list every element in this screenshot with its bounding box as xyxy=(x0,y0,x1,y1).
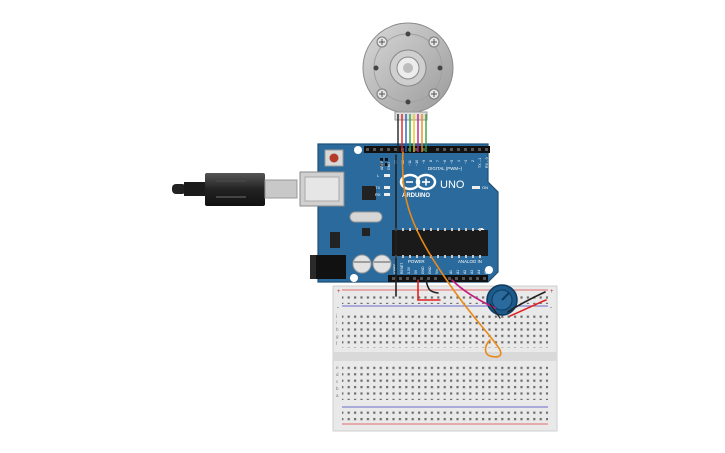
led-l xyxy=(384,174,390,177)
svg-text:GND: GND xyxy=(428,266,432,274)
svg-text:A3: A3 xyxy=(470,270,474,274)
icsp-header xyxy=(380,158,388,166)
terminal-strip-bottom xyxy=(342,364,548,400)
svg-text:A0: A0 xyxy=(449,270,453,274)
power-rail-bottom xyxy=(342,410,548,421)
led-label: L xyxy=(377,173,380,178)
arduino-logo xyxy=(399,173,437,191)
reset-button-cap[interactable] xyxy=(329,153,339,163)
analog-header-label: ANALOG IN xyxy=(458,259,482,264)
usb-metal-shell xyxy=(264,179,298,199)
capacitor xyxy=(372,254,392,274)
wire-gnd-2 xyxy=(425,279,439,294)
wire-pot-vcc xyxy=(509,299,547,317)
row-label: b xyxy=(336,386,339,391)
svg-text:RX←0: RX←0 xyxy=(485,157,489,168)
analog-pin-labels: A0 A1 A2 A3 A4 A5 xyxy=(449,270,488,274)
terminal-strip-top xyxy=(342,312,548,348)
row-label: d xyxy=(336,372,339,377)
svg-text:~11: ~11 xyxy=(408,160,412,166)
svg-text:4: 4 xyxy=(457,160,461,162)
mount-hole xyxy=(354,146,362,154)
svg-text:Vin: Vin xyxy=(435,269,439,274)
svg-text:A4: A4 xyxy=(477,270,481,274)
svg-text:~10: ~10 xyxy=(415,160,419,166)
capacitor xyxy=(352,254,372,274)
mount-hole xyxy=(350,274,358,282)
crystal-oscillator xyxy=(349,211,383,223)
rail-plus-label: + xyxy=(337,289,341,295)
voltage-regulator xyxy=(330,232,340,248)
svg-text:A1: A1 xyxy=(456,270,460,274)
row-label: c xyxy=(336,379,339,384)
led-label: TX xyxy=(375,185,380,190)
row-label: j xyxy=(335,313,337,318)
rail-minus-label: - xyxy=(337,305,339,311)
led-tx xyxy=(384,186,390,189)
led-rx xyxy=(384,193,390,196)
motor-connector xyxy=(394,111,428,121)
rail-minus-label-right: - xyxy=(550,305,552,311)
svg-text:TX→1: TX→1 xyxy=(478,158,482,168)
svg-text:5V: 5V xyxy=(414,269,418,274)
row-label: g xyxy=(336,334,339,339)
power-rail-top xyxy=(342,293,548,304)
svg-text:AREF: AREF xyxy=(380,160,384,170)
center-channel xyxy=(333,352,557,361)
power-header-label: POWER xyxy=(408,259,425,264)
power-pin-labels: IOREF RESET 3.3V 5V GND GND Vin xyxy=(393,263,439,274)
row-labels-left: j i h g f e d c b a xyxy=(335,313,339,398)
svg-text:GND: GND xyxy=(387,162,391,170)
wires xyxy=(395,151,547,358)
breadboard: + - + - j i h g f e d c b a xyxy=(332,285,558,432)
svg-text:RESET: RESET xyxy=(400,263,404,274)
wire-pot-gnd xyxy=(507,291,546,313)
row-label: a xyxy=(336,393,339,398)
led-on xyxy=(472,186,480,189)
power-analog-header xyxy=(388,275,488,282)
usb-chip xyxy=(362,186,376,200)
svg-text:~5: ~5 xyxy=(450,160,454,164)
row-label: f xyxy=(336,341,338,346)
svg-text:3.3V: 3.3V xyxy=(407,266,411,274)
atmega-chip xyxy=(392,230,488,256)
svg-text:7: 7 xyxy=(436,160,440,162)
led-on-label: ON xyxy=(482,185,488,190)
potentiometer-icon xyxy=(486,284,518,316)
svg-text:8: 8 xyxy=(429,160,433,162)
svg-text:~9: ~9 xyxy=(422,160,426,164)
digital-header xyxy=(364,146,490,153)
svg-text:~6: ~6 xyxy=(443,160,447,164)
usb-strain-relief xyxy=(184,182,206,196)
svg-text:2: 2 xyxy=(471,160,475,162)
brand-label: ARDUINO xyxy=(402,193,430,199)
digital-header-label: DIGITAL (PWM~) xyxy=(428,166,463,171)
model-label: UNO xyxy=(440,179,465,191)
wire-5v xyxy=(417,279,441,301)
svg-text:A2: A2 xyxy=(463,270,467,274)
stepper-motor-icon xyxy=(362,22,454,121)
usb-connector-body xyxy=(205,173,265,206)
arduino-uno-board: L TX RX ON ARDUINO UNO AREF GND 13 xyxy=(299,143,499,283)
usb-cable-icon xyxy=(172,173,298,206)
svg-text:~3: ~3 xyxy=(464,160,468,164)
mount-hole xyxy=(485,266,493,274)
usb-plug-tip xyxy=(172,184,186,194)
row-label: e xyxy=(336,365,339,370)
led-label: RX xyxy=(375,192,381,197)
row-label: i xyxy=(336,320,337,325)
svg-text:IOREF: IOREF xyxy=(393,264,397,274)
motor-screws xyxy=(376,36,440,100)
svg-text:A5: A5 xyxy=(484,270,488,274)
rail-plus-label-right: + xyxy=(550,289,554,295)
wire-orange xyxy=(401,151,502,358)
svg-text:GND: GND xyxy=(421,266,425,274)
row-label: h xyxy=(336,327,339,332)
motor-leads xyxy=(397,114,427,152)
